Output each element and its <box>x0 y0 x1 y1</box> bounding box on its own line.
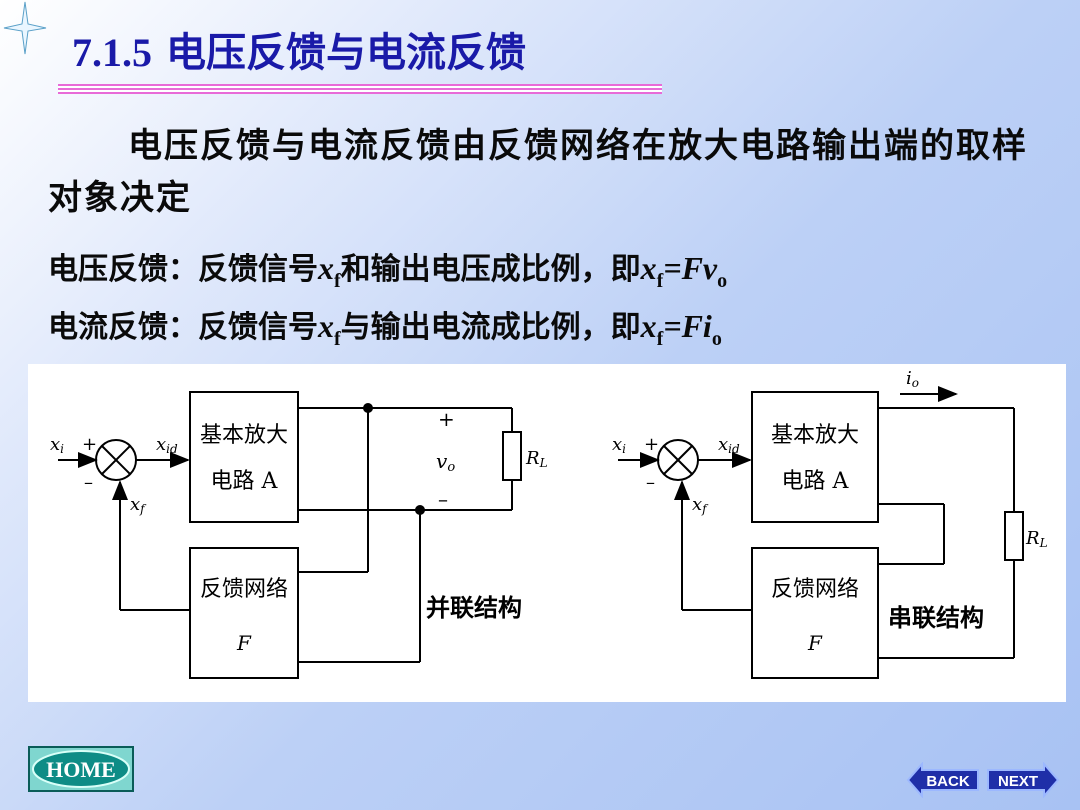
right-fb-label-2: F <box>807 631 823 655</box>
left-vo-minus: – <box>438 487 448 511</box>
left-caption: 并联结构 <box>426 593 522 622</box>
xf-subscript: f <box>334 270 341 292</box>
left-rl-label: RL <box>525 448 548 470</box>
right-feedback-box <box>751 547 879 679</box>
home-button[interactable]: HOME <box>28 746 134 792</box>
left-diagram <box>58 391 522 679</box>
page-title: 7.1.5 电压反馈与电流反馈 <box>72 20 526 78</box>
left-plus-sign: + <box>82 434 97 455</box>
title-underline <box>58 84 662 94</box>
eq-x: x <box>640 308 657 344</box>
left-fb-label-1: 反馈网络 <box>200 577 288 602</box>
right-xf-label: xf <box>692 494 709 516</box>
right-load-resistor <box>1004 511 1024 561</box>
intro-paragraph: 电压反馈与电流反馈由反馈网络在放大电路输出端的取样对象决定 <box>48 126 1028 218</box>
right-io-label: io <box>906 368 919 390</box>
xf-symbol: x <box>318 308 334 344</box>
right-amp-label-2: 电路 A <box>782 469 850 494</box>
current-feedback-definition: 电流反馈：反馈信号xf与输出电流成比例，即xf=Fio <box>48 302 722 351</box>
back-button-label: BACK <box>926 773 969 790</box>
left-load-resistor <box>502 431 522 481</box>
eq-v: v <box>702 250 718 286</box>
right-plus-sign: + <box>644 434 659 455</box>
back-button[interactable]: BACK <box>906 762 980 798</box>
feedback-circuit-diagrams: 基本放大 电路 A 反馈网络 F xi + – xid xf + vo – RL… <box>28 364 1066 702</box>
right-xid-label: xid <box>718 434 740 456</box>
left-amp-label-1: 基本放大 <box>200 423 288 448</box>
xf-subscript: f <box>334 328 341 350</box>
left-feedback-box <box>189 547 299 679</box>
left-amp-label-2: 电路 A <box>211 469 279 494</box>
eq-x-sub: f <box>656 328 664 350</box>
eq-F: =F <box>663 250 703 286</box>
eq-x-sub: f <box>656 270 664 292</box>
eq-i: i <box>702 308 712 344</box>
eq-v-sub: o <box>717 270 728 292</box>
eq-x: x <box>640 250 657 286</box>
voltage-def-label: 电压反馈：反馈信号 <box>48 252 318 287</box>
current-def-label: 电流反馈：反馈信号 <box>48 310 318 345</box>
right-amplifier-box <box>751 391 879 523</box>
right-fb-label-1: 反馈网络 <box>771 577 859 602</box>
left-xi-label: xi <box>50 434 64 456</box>
current-def-mid: 与输出电流成比例，即 <box>340 310 641 345</box>
next-button[interactable]: NEXT <box>986 762 1060 798</box>
voltage-def-mid: 和输出电压成比例，即 <box>340 252 641 287</box>
left-vo-label: vo <box>436 449 455 475</box>
voltage-feedback-definition: 电压反馈：反馈信号xf和输出电压成比例，即xf=Fvo <box>48 244 727 293</box>
right-minus-sign: – <box>646 472 655 493</box>
left-fb-label-2: F <box>236 631 252 655</box>
home-button-label: HOME <box>46 757 116 782</box>
right-caption: 串联结构 <box>888 603 984 632</box>
left-amplifier-box <box>189 391 299 523</box>
xf-symbol: x <box>318 250 334 286</box>
right-rl-label: RL <box>1025 528 1048 550</box>
left-xf-label: xf <box>130 494 147 516</box>
title-text: 电压反馈与电流反馈 <box>166 30 526 75</box>
next-button-label: NEXT <box>998 773 1038 790</box>
eq-F: =F <box>663 308 703 344</box>
left-minus-sign: – <box>84 472 93 493</box>
right-diagram <box>618 386 1024 679</box>
sparkle-icon <box>3 1 47 55</box>
left-xid-label: xid <box>156 434 178 456</box>
eq-i-sub: o <box>711 328 722 350</box>
left-vo-plus: + <box>438 407 455 431</box>
right-amp-label-1: 基本放大 <box>771 423 859 448</box>
section-number: 7.1.5 <box>72 30 152 75</box>
right-xi-label: xi <box>612 434 626 456</box>
